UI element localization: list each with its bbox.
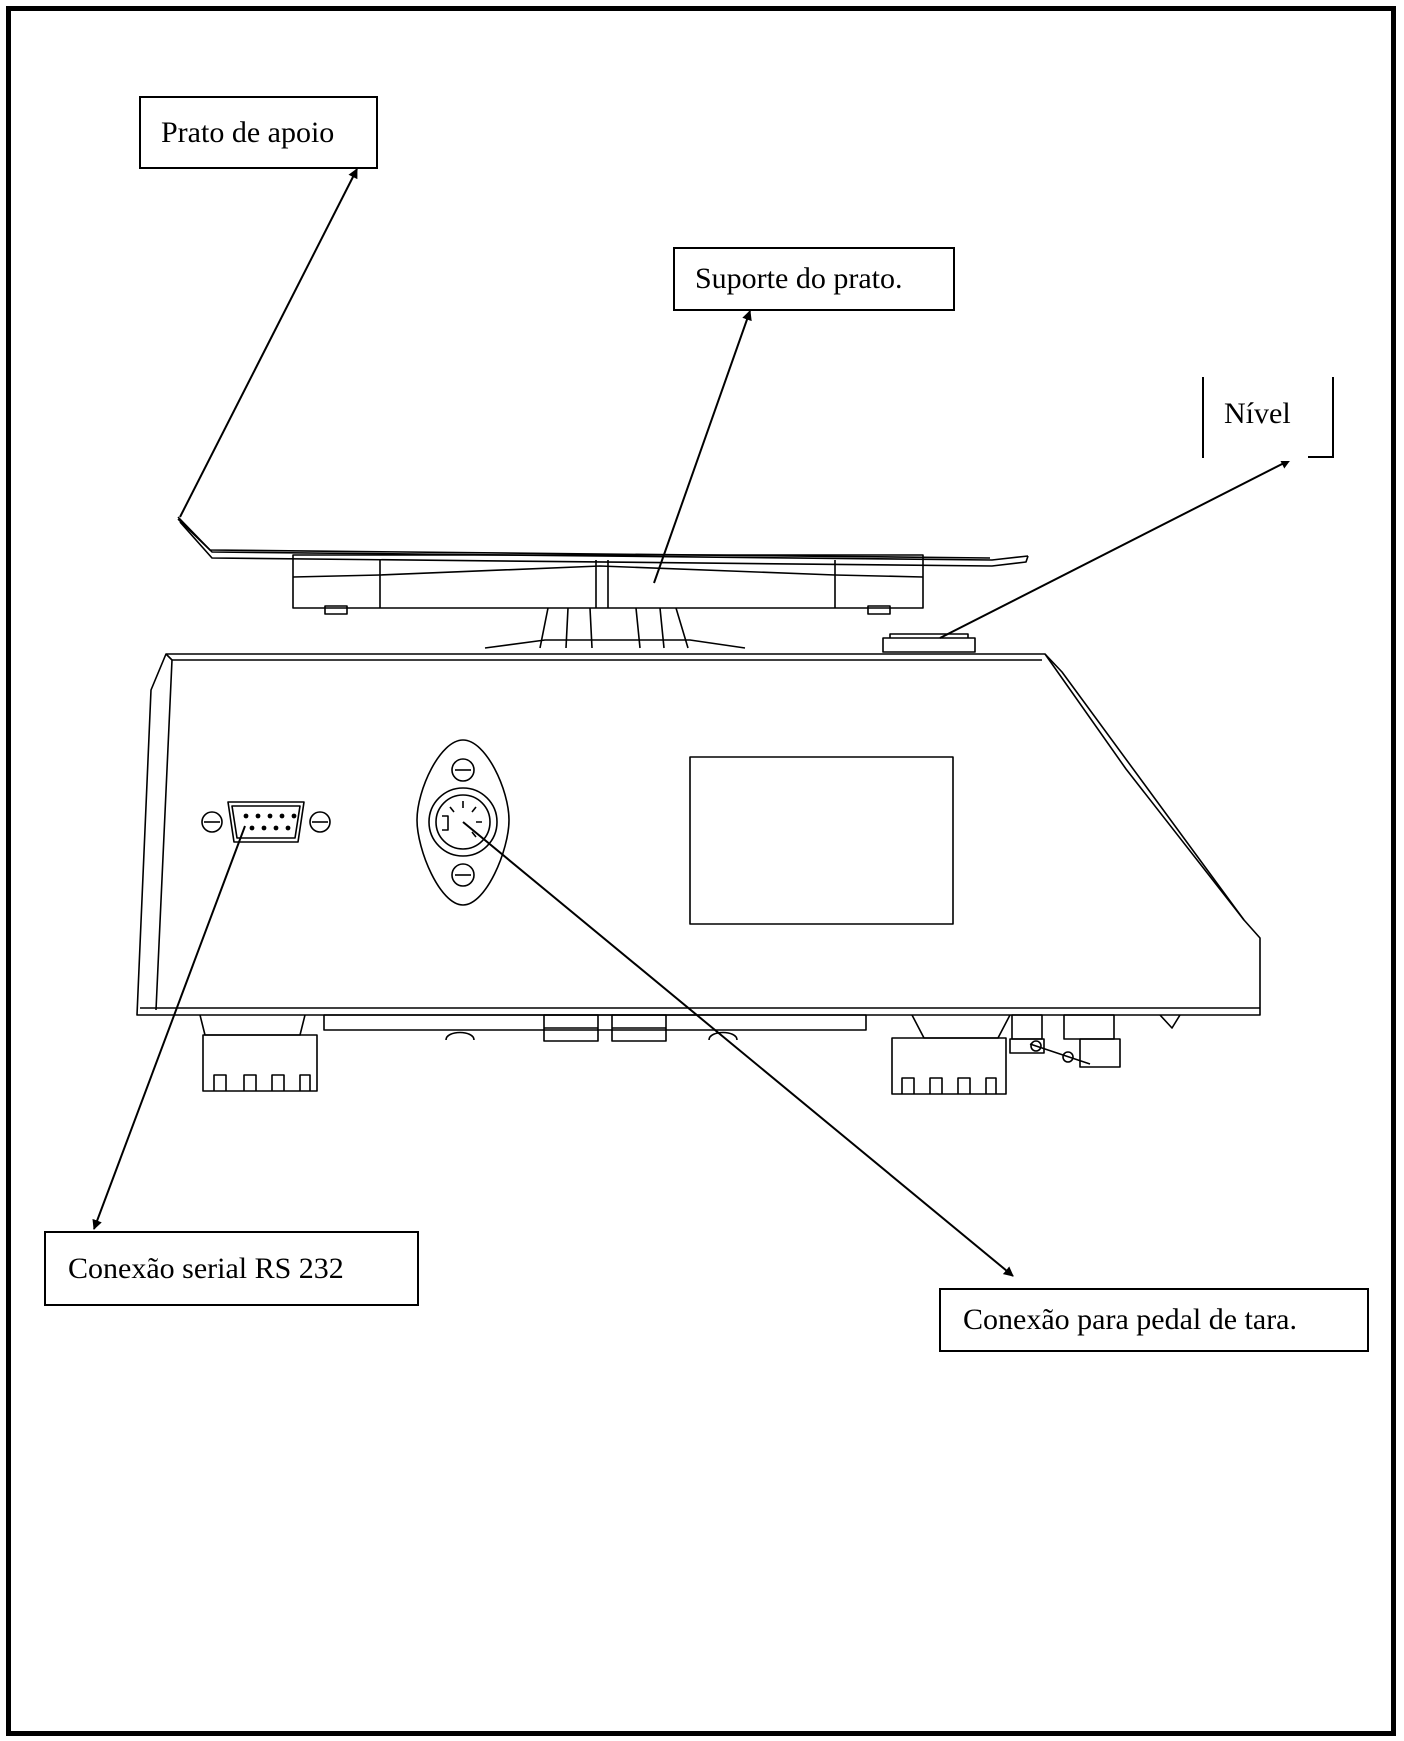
label-suporte-do-prato-text: Suporte do prato. xyxy=(695,262,903,295)
scale-body xyxy=(136,653,1261,1016)
arrow-conexao-pedal xyxy=(462,821,1014,1277)
label-prato-de-apoio: Prato de apoio xyxy=(139,96,378,169)
label-nivel: Nível xyxy=(1202,377,1334,458)
level-bubble xyxy=(882,633,976,653)
label-conexao-serial: Conexão serial RS 232 xyxy=(44,1231,419,1306)
label-prato-de-apoio-text: Prato de apoio xyxy=(161,115,335,149)
label-nivel-text: Nível xyxy=(1224,396,1291,430)
arrow-prato-de-apoio xyxy=(179,168,358,518)
arrow-conexao-serial xyxy=(92,825,246,1230)
plate-support xyxy=(292,554,924,649)
label-suporte-do-prato: Suporte do prato. xyxy=(673,247,955,311)
rs232-connector xyxy=(201,801,331,843)
label-conexao-pedal: Conexão para pedal de tara. xyxy=(939,1288,1369,1352)
weighing-plate xyxy=(177,516,1029,567)
label-conexao-serial-text: Conexão serial RS 232 xyxy=(68,1251,344,1285)
base-and-feet xyxy=(199,1014,1181,1095)
arrow-suporte-do-prato xyxy=(653,310,752,584)
label-conexao-pedal-text: Conexão para pedal de tara. xyxy=(963,1303,1297,1336)
arrow-nivel xyxy=(939,459,1291,639)
pedal-din-connector xyxy=(416,739,510,906)
diagram-frame xyxy=(6,6,1396,1736)
